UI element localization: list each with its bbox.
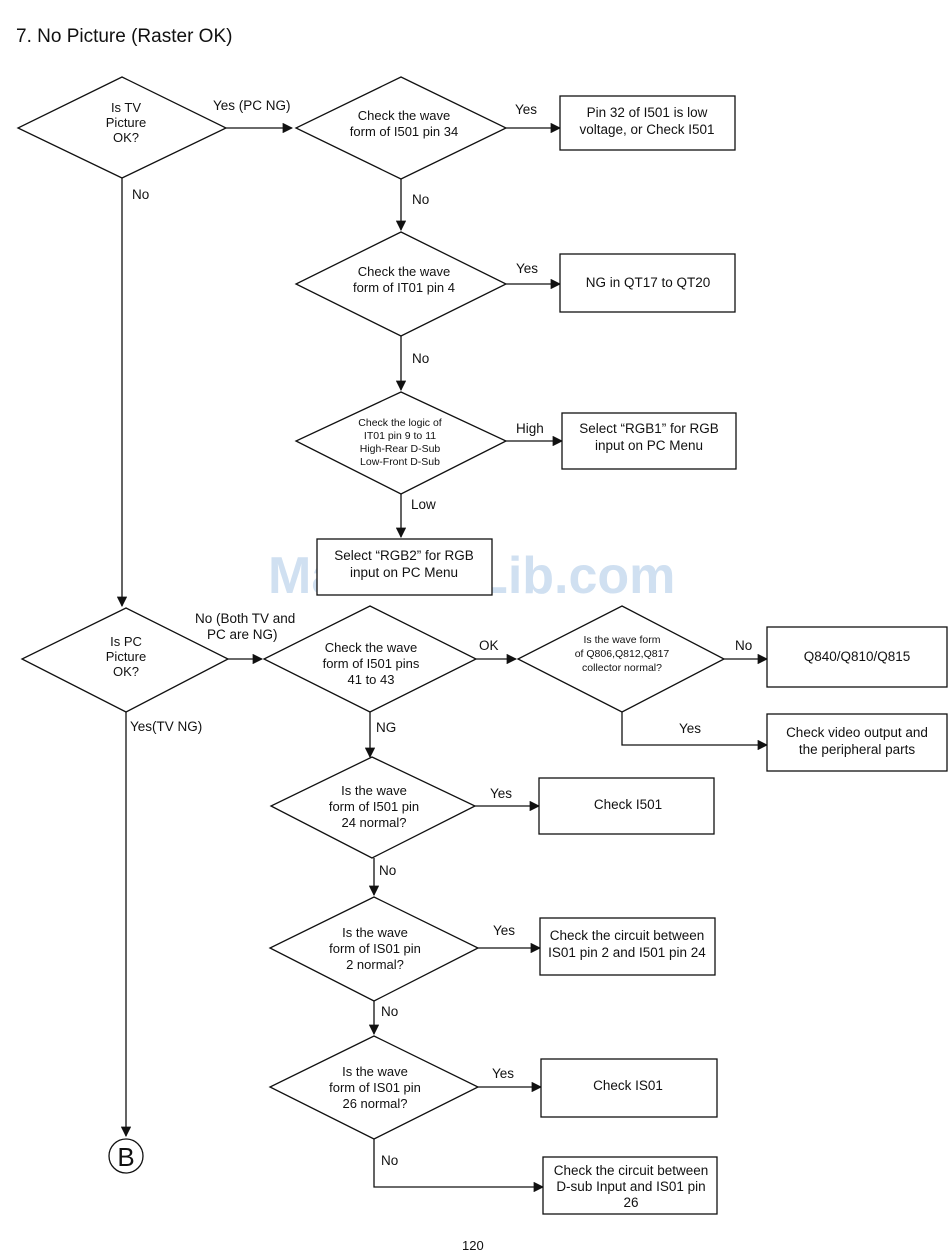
label-yes-pc-ng: Yes (PC NG) [213,98,291,113]
label-low: Low [411,497,436,512]
label-yes-pin4: Yes [516,261,538,276]
label-yes-q806: Yes [679,721,701,736]
label-no-q806: No [735,638,752,653]
result-check-is01: Check IS01 [540,1058,718,1118]
label-ng: NG [376,720,396,735]
page-title: 7. No Picture (Raster OK) [16,26,233,47]
label-no-pin4: No [412,351,429,366]
flow-lines [116,122,769,1193]
branch-labels: Yes (PC NG) No Yes No Yes No High Low No… [130,98,752,1168]
svg-text:Q840/Q810/Q815: Q840/Q810/Q815 [804,649,911,664]
label-no-pin26: No [381,1153,398,1168]
svg-text:NG in QT17 to QT20: NG in QT17 to QT20 [586,275,711,290]
page-number: 120 [462,1238,484,1253]
connector-b: B [108,1138,144,1174]
svg-text:Check IS01: Check IS01 [593,1078,663,1093]
label-yes-pin2: Yes [493,923,515,938]
label-yes-pin26: Yes [492,1066,514,1081]
label-no-pin24: No [379,863,396,878]
result-ng-qt17-qt20: NG in QT17 to QT20 [559,253,736,313]
svg-text:B: B [117,1142,134,1172]
label-no-tv: No [132,187,149,202]
label-yes-tv-ng: Yes(TV NG) [130,719,202,734]
result-q840-q810-q815: Q840/Q810/Q815 [766,626,948,688]
result-check-i501: Check I501 [538,777,715,835]
label-yes-pin24: Yes [490,786,512,801]
label-high: High [516,421,544,436]
svg-text:Check I501: Check I501 [594,797,662,812]
label-no-pin2: No [381,1004,398,1019]
label-ok: OK [479,638,499,653]
label-yes-pin34: Yes [515,102,537,117]
label-no-pin34: No [412,192,429,207]
